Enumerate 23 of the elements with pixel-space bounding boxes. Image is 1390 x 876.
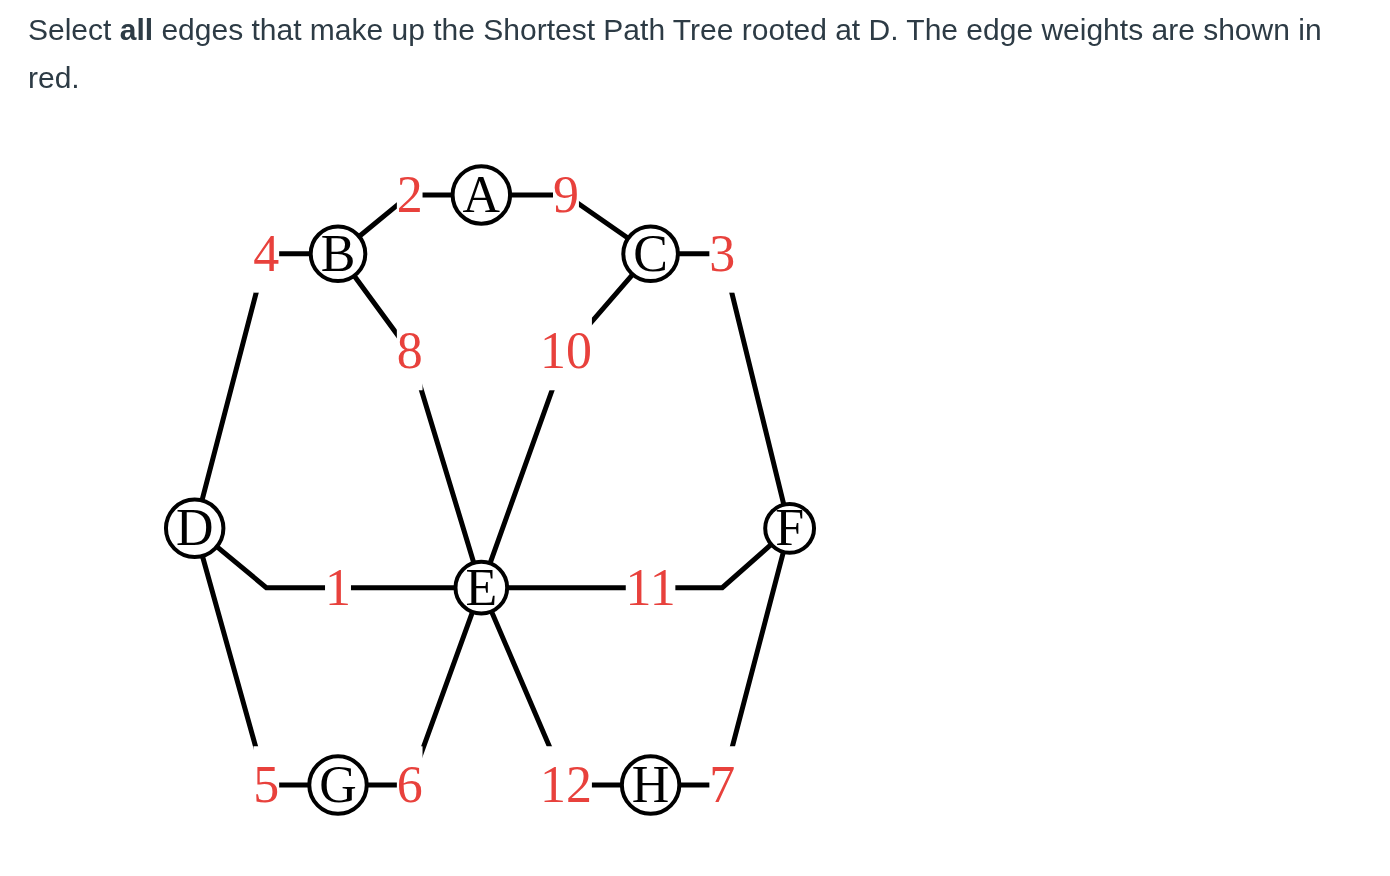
edge-label: 1 xyxy=(325,558,351,617)
node-circle: B xyxy=(308,224,368,284)
edge-label: 12 xyxy=(540,756,592,815)
edge-label: 8 xyxy=(396,322,423,381)
connector xyxy=(487,272,635,565)
node-circle: H xyxy=(619,754,682,816)
edge-label: 4 xyxy=(253,224,280,283)
edge-label: 11 xyxy=(625,558,676,617)
edge-label: 5 xyxy=(253,756,280,815)
question-text: Select all edges that make up the Shortest Path Tree rooted at D. The edge weights are shown in red. xyxy=(28,12,1323,96)
connector xyxy=(352,274,477,564)
edge-label: 6 xyxy=(396,756,423,815)
node-circle: C xyxy=(621,224,680,284)
edge-label: 10 xyxy=(540,322,592,381)
edge-label: 3 xyxy=(709,224,736,283)
node-circle: F xyxy=(763,501,817,555)
edge-label: 9 xyxy=(552,165,579,224)
node-circle: E xyxy=(453,559,510,616)
node-circle: G xyxy=(307,754,369,816)
node-circle: D xyxy=(163,497,226,560)
node-circle: A xyxy=(450,164,513,226)
edge-label: 7 xyxy=(709,756,736,815)
edge-label: 2 xyxy=(396,165,423,224)
